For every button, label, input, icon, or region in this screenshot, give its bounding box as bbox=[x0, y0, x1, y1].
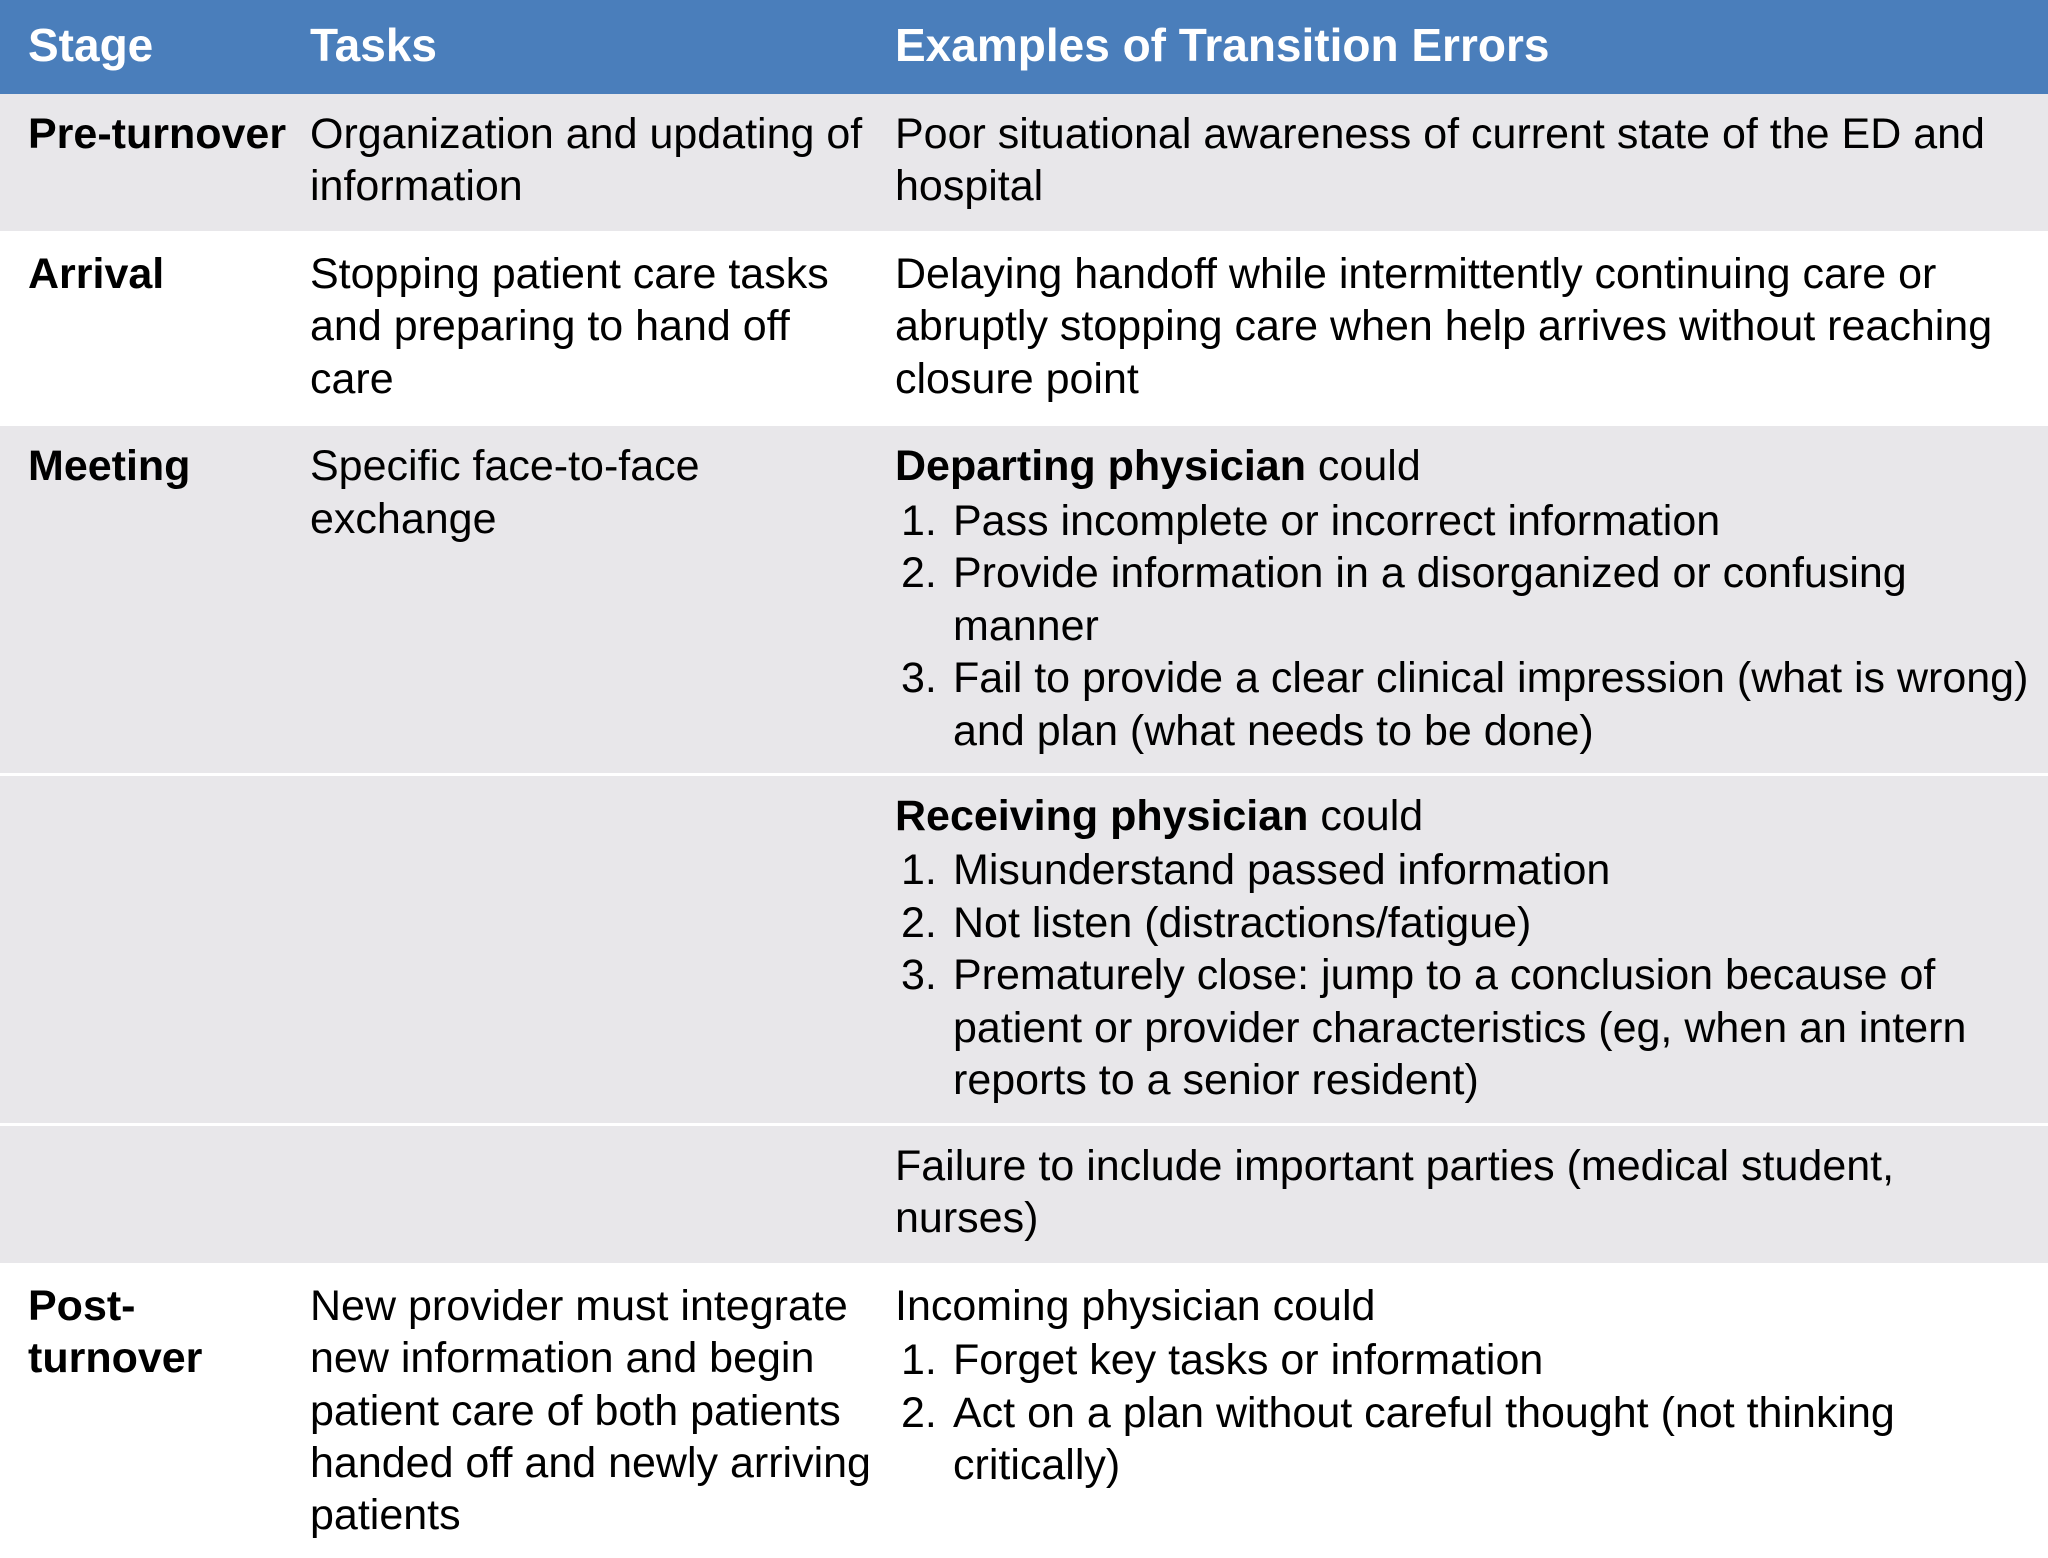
list-item-text: Forget key tasks or information bbox=[953, 1336, 1544, 1385]
cell-tasks: Stopping patient care tasks and preparin… bbox=[310, 230, 895, 425]
examples-lead: Delaying handoff while intermittently co… bbox=[895, 248, 2032, 405]
cell-stage: Pre-turnover bbox=[0, 94, 310, 233]
cell-stage bbox=[0, 772, 310, 1125]
cell-examples: Delaying handoff while intermittently co… bbox=[895, 230, 2048, 425]
list-item: 1. Forget key tasks or information bbox=[895, 1334, 2032, 1386]
list-item-text: Not listen (distractions/fatigue) bbox=[953, 898, 1532, 947]
list-item: 3. Prematurely close: jump to a conclusio… bbox=[895, 949, 2032, 1106]
list-item-text: Prematurely close: jump to a conclusion … bbox=[953, 951, 1967, 1105]
list-item-number: 2. bbox=[901, 549, 937, 598]
examples-lead: Receiving physician could bbox=[895, 790, 2032, 842]
list-item-number: 3. bbox=[901, 654, 937, 703]
cell-tasks: Specific face-to-face exchange bbox=[310, 423, 895, 775]
list-item-number: 2. bbox=[901, 1388, 937, 1437]
examples-lead: Poor situational awareness of current st… bbox=[895, 108, 2032, 213]
cell-tasks bbox=[310, 1122, 895, 1265]
cell-tasks: New provider must integrate new informat… bbox=[310, 1262, 895, 1558]
examples-lead-text: could bbox=[1308, 791, 1424, 840]
cell-examples: Failure to include important parties (me… bbox=[895, 1122, 2048, 1265]
list-item-number: 1. bbox=[901, 846, 937, 895]
examples-numbered-list: 1. Forget key tasks or information 2. Act o… bbox=[895, 1334, 2032, 1491]
examples-lead-text: Delaying handoff while intermittently co… bbox=[895, 249, 1993, 403]
examples-lead: Departing physician could bbox=[895, 440, 2032, 492]
cell-examples: Poor situational awareness of current st… bbox=[895, 94, 2048, 233]
list-item: 1. Misunderstand passed information bbox=[895, 844, 2032, 896]
list-item: 2. Not listen (distractions/fatigue) bbox=[895, 897, 2032, 949]
list-item-number: 1. bbox=[901, 496, 937, 545]
examples-numbered-list: 1. Pass incomplete or incorrect informati… bbox=[895, 495, 2032, 757]
list-item-text: Fail to provide a clear clinical impress… bbox=[953, 654, 2029, 755]
list-item-text: Act on a plan without careful thought (n… bbox=[953, 1388, 1895, 1489]
cell-stage: Arrival bbox=[0, 230, 310, 425]
list-item-number: 2. bbox=[901, 898, 937, 947]
cell-stage: Post-turnover bbox=[0, 1262, 310, 1558]
table-header: Stage Tasks Examples of Transition Error… bbox=[0, 0, 2048, 94]
examples-lead: Incoming physician could bbox=[895, 1280, 2032, 1332]
list-item-number: 1. bbox=[901, 1336, 937, 1385]
column-header-stage: Stage bbox=[0, 0, 310, 94]
list-item-text: Pass incomplete or incorrect information bbox=[953, 496, 1721, 545]
cell-tasks bbox=[310, 772, 895, 1125]
cell-stage bbox=[0, 1122, 310, 1265]
list-item: 3. Fail to provide a clear clinical impre… bbox=[895, 652, 2032, 757]
column-header-tasks: Tasks bbox=[310, 0, 895, 94]
header-row: Stage Tasks Examples of Transition Error… bbox=[0, 0, 2048, 94]
examples-numbered-list: 1. Misunderstand passed information 2. Not … bbox=[895, 844, 2032, 1106]
list-item-text: Provide information in a disorganized or… bbox=[953, 549, 1907, 650]
examples-lead: Failure to include important parties (me… bbox=[895, 1140, 2032, 1245]
examples-lead-text: Incoming physician could bbox=[895, 1281, 1376, 1330]
cell-tasks: Organization and updating of information bbox=[310, 94, 895, 233]
list-item-number: 3. bbox=[901, 951, 937, 1000]
table-row: Failure to include important parties (me… bbox=[0, 1122, 2048, 1265]
cell-stage: Meeting bbox=[0, 423, 310, 775]
cell-examples: Incoming physician could 1. Forget key tas… bbox=[895, 1262, 2048, 1558]
list-item-text: Misunderstand passed information bbox=[953, 846, 1611, 895]
list-item: 2. Provide information in a disorganized … bbox=[895, 547, 2032, 652]
examples-lead-text: Poor situational awareness of current st… bbox=[895, 110, 1985, 211]
examples-lead-text: Failure to include important parties (me… bbox=[895, 1141, 1895, 1243]
examples-lead-text: could bbox=[1305, 442, 1421, 491]
examples-lead-bold: Departing physician bbox=[895, 442, 1306, 491]
column-header-examples: Examples of Transition Errors bbox=[895, 0, 2048, 94]
list-item: 2. Act on a plan without careful thought … bbox=[895, 1387, 2032, 1492]
list-item: 1. Pass incomplete or incorrect informati… bbox=[895, 495, 2032, 547]
examples-lead-bold: Receiving physician bbox=[895, 791, 1309, 840]
